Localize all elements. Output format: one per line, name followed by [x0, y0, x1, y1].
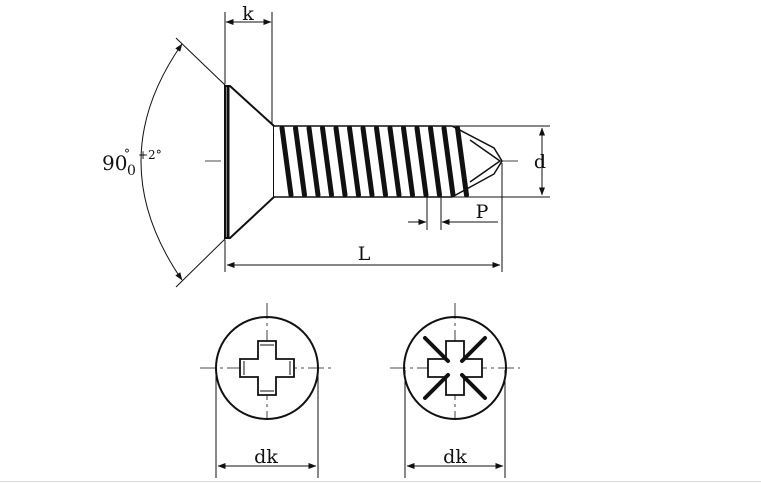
side-view [205, 85, 520, 239]
thread-ridge [428, 125, 442, 198]
top-view-phillips [200, 303, 332, 478]
thread-ridges [279, 125, 469, 198]
label-dk-phillips: dk [254, 446, 278, 468]
dimension-k [224, 12, 273, 124]
angle-value: 90 [102, 151, 127, 175]
label-dk-pozidriv: dk [443, 446, 467, 468]
top-view-pozidriv [390, 303, 520, 478]
angle-lower-tolerance: 0 [127, 163, 136, 179]
thread-ridge [306, 125, 321, 198]
label-k: k [242, 3, 254, 25]
thread-ridge [441, 125, 456, 198]
thread-ridge [401, 125, 415, 198]
thread-ridge [279, 125, 294, 198]
thread-ridge [360, 125, 375, 198]
angle-upper-tolerance: +2° [138, 148, 162, 162]
thread-ridge [414, 125, 429, 198]
thread-ridge [293, 125, 307, 198]
thread-ridge [320, 125, 334, 198]
countersunk-head [224, 85, 275, 239]
thread-ridge [374, 125, 388, 198]
angle-degree: ° [124, 147, 130, 161]
head-outline-phillips [215, 316, 319, 420]
thread-ridge [347, 125, 361, 198]
head-outline-pozidriv [403, 316, 507, 420]
dimension-d [452, 125, 550, 198]
thread-ridge [333, 125, 348, 198]
bottom-divider [0, 481, 761, 482]
label-p: P [476, 201, 489, 223]
screw-tip [469, 139, 502, 183]
label-d: d [534, 151, 546, 173]
dimension-l [224, 163, 503, 272]
phillips-recess [239, 340, 295, 396]
thread-ridge [455, 125, 469, 198]
dimension-p [408, 197, 498, 230]
dimension-angle [140, 37, 227, 288]
label-l: L [358, 243, 371, 265]
thread-ridge [387, 125, 402, 198]
pozidriv-tick-marks [423, 336, 487, 400]
label-angle: 90 ° +2° 0 [102, 147, 162, 179]
